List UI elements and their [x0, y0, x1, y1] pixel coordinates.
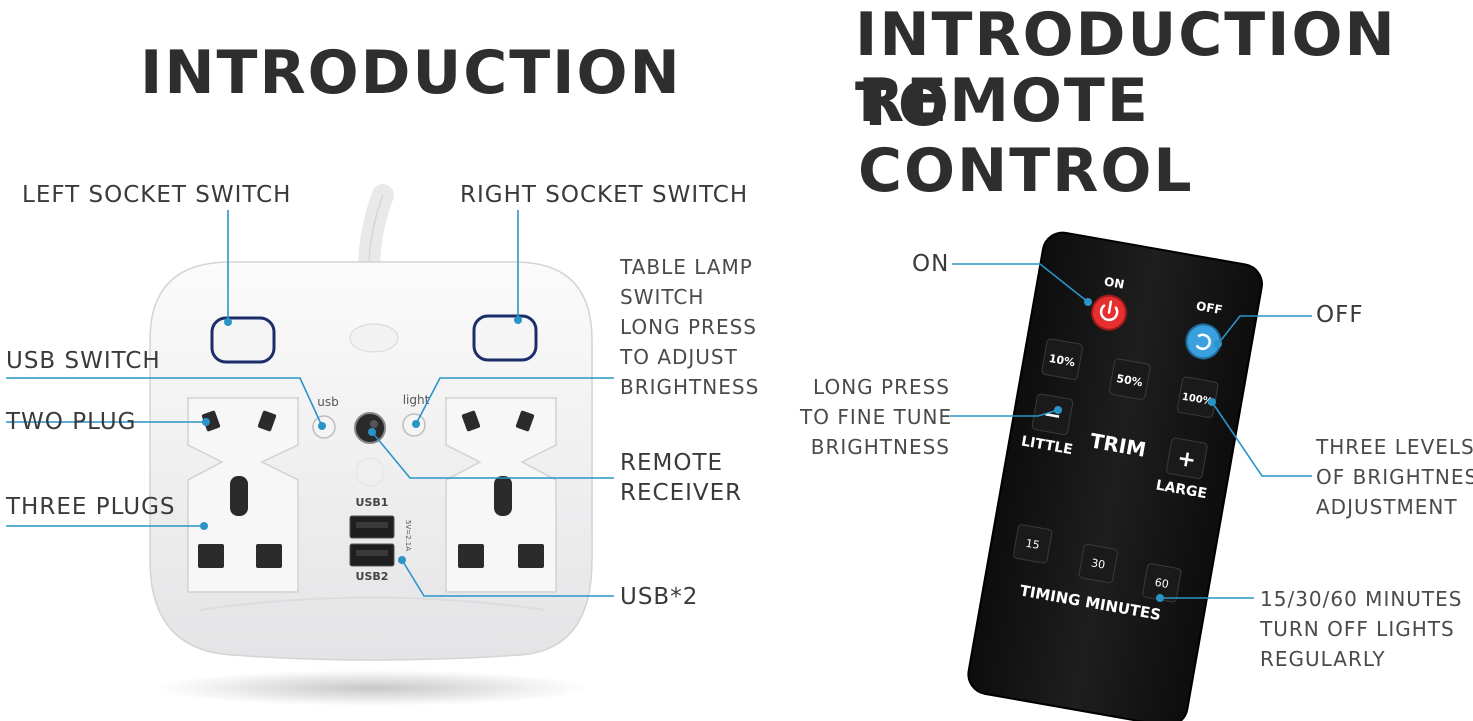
remote-15-button — [1013, 524, 1053, 564]
strip-shadow — [157, 670, 587, 706]
label-long-press: LONG PRESS TO FINE TUNE BRIGHTNESS — [800, 372, 953, 462]
label-line: BRIGHTNESS — [620, 375, 760, 399]
svg-text:+: + — [1175, 446, 1197, 474]
label-line: LONG PRESS — [620, 315, 757, 339]
label-three-plugs: THREE PLUGS — [6, 494, 176, 520]
usb-mark: usb — [317, 395, 338, 409]
left-leader-dots — [200, 316, 522, 564]
label-line: OF BRIGHTNESS — [1316, 465, 1473, 489]
svg-text:OFF: OFF — [1195, 299, 1224, 317]
label-line: BRIGHTNESS — [810, 435, 950, 459]
usb1-mark: USB1 — [356, 496, 389, 509]
remote-minus-button — [1031, 393, 1074, 436]
remote-plus-button — [1166, 437, 1208, 480]
svg-text:60: 60 — [1154, 576, 1170, 591]
label-line: RECEIVER — [620, 480, 743, 506]
right-leader-lines — [950, 263, 1312, 599]
label-usb-2: USB*2 — [620, 584, 699, 610]
usb2-mark: USB2 — [356, 570, 389, 583]
label-line: LONG PRESS — [813, 375, 950, 399]
label-line: SWITCH — [620, 285, 705, 309]
label-two-plug: TWO PLUG — [6, 409, 137, 435]
remote-10-button — [1041, 338, 1083, 380]
label-line: REGULARLY — [1260, 647, 1386, 671]
light-mark: light — [403, 393, 430, 407]
label-line: TABLE LAMP — [620, 255, 753, 279]
remote-title-line-1: INTRODUCTION TO — [855, 0, 1397, 140]
label-line: TO FINE TUNE — [800, 405, 953, 429]
svg-text:10%: 10% — [1048, 352, 1076, 369]
usb-rating-mark: 5V=2.1A — [404, 520, 412, 551]
power-strip-illustration: usb light USB1 USB2 5V=2.1A — [149, 184, 593, 706]
left-socket-switch — [210, 316, 276, 364]
remote-illustration: ON OFF 10% 50% 100% − LITTLE TRIM + LARG… — [967, 231, 1263, 721]
label-line: ADJUSTMENT — [1316, 495, 1458, 519]
svg-text:50%: 50% — [1115, 372, 1143, 389]
label-three-levels: THREE LEVELS OF BRIGHTNESS ADJUSTMENT — [1316, 432, 1473, 522]
remote-50-button — [1109, 358, 1151, 400]
left-leader-lines — [6, 210, 614, 597]
label-off: OFF — [1316, 302, 1364, 328]
label-table-lamp-switch: TABLE LAMP SWITCH LONG PRESS TO ADJUST B… — [620, 252, 759, 402]
remote-body — [967, 231, 1263, 721]
label-on: ON — [912, 251, 950, 277]
svg-text:ON: ON — [1103, 274, 1125, 291]
right-leader-dots — [1054, 298, 1222, 602]
remote-receiver-window — [354, 412, 386, 444]
label-usb-switch: USB SWITCH — [6, 348, 161, 374]
label-line: REMOTE — [620, 450, 724, 476]
svg-text:100%: 100% — [1181, 392, 1213, 408]
label-left-socket-switch: LEFT SOCKET SWITCH — [22, 182, 292, 208]
remote-30-button — [1078, 543, 1118, 584]
remote-title-line-2: REMOTE CONTROL — [858, 66, 1194, 206]
label-line: TO ADJUST — [620, 345, 738, 369]
page-title: INTRODUCTION — [140, 38, 682, 108]
label-line: THREE LEVELS — [1316, 435, 1473, 459]
label-right-socket-switch: RIGHT SOCKET SWITCH — [460, 182, 749, 208]
label-remote-receiver: REMOTE RECEIVER — [620, 448, 742, 508]
svg-text:15: 15 — [1025, 537, 1041, 552]
label-timer: 15/30/60 MINUTES TURN OFF LIGHTS REGULAR… — [1260, 584, 1462, 674]
svg-text:30: 30 — [1090, 556, 1106, 571]
right-socket-switch — [472, 314, 538, 362]
label-line: 15/30/60 MINUTES — [1260, 587, 1463, 611]
label-line: TURN OFF LIGHTS — [1260, 617, 1455, 641]
